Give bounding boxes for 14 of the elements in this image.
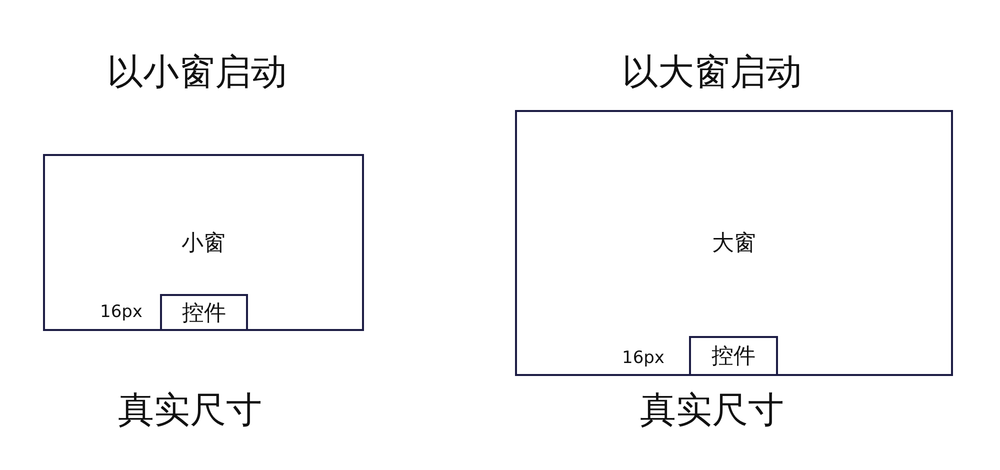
control-label: 控件: [710, 343, 756, 371]
control-box: [689, 336, 778, 376]
heading: 以大窗启动: [622, 51, 802, 95]
size-label: 16px: [622, 348, 664, 368]
window-box: [515, 110, 953, 376]
heading: 以小窗启动: [107, 51, 287, 95]
caption-text: 真实尺寸: [640, 389, 784, 433]
window-box: [43, 154, 364, 331]
caption-text: 真实尺寸: [118, 389, 262, 433]
control-label: 控件: [181, 300, 227, 328]
size-label: 16px: [100, 302, 142, 322]
control-box: [160, 294, 248, 331]
window-label: 大窗: [711, 230, 757, 258]
window-label: 小窗: [180, 230, 226, 258]
